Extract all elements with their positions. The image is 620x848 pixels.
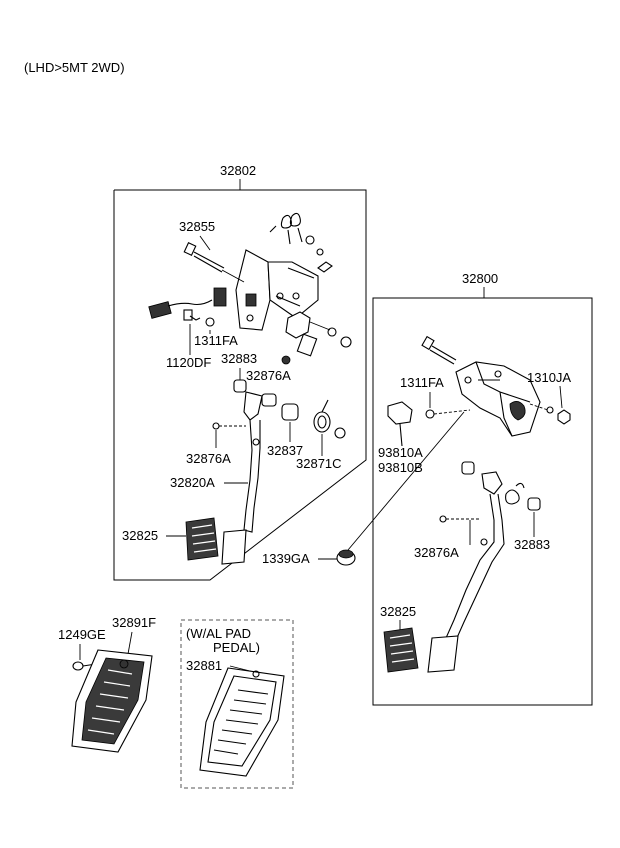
callout-32876A-top-left[interactable]: 32876A xyxy=(246,368,291,383)
pin-32876A-left-part xyxy=(212,422,220,430)
callout-32820A[interactable]: 32820A xyxy=(170,475,215,490)
callout-1311FA-right[interactable]: 1311FA xyxy=(400,375,444,390)
bushing-right-part xyxy=(461,461,475,475)
nut-1311fa-right-part xyxy=(425,409,435,419)
callout-32891F-leader xyxy=(127,631,133,655)
pivot-bolt-left-part xyxy=(183,242,245,283)
callout-32883-left[interactable]: 32883 xyxy=(221,351,257,366)
clip-1120df-part xyxy=(189,315,201,321)
callout-93810B[interactable]: 93810B xyxy=(378,460,423,475)
assembly-number-right[interactable]: 32800 xyxy=(462,271,498,286)
al-pad-32881-part xyxy=(199,667,285,777)
callout-1339GA[interactable]: 1339GA xyxy=(262,551,310,566)
callout-32855-leader xyxy=(199,235,211,251)
option-box-frame xyxy=(180,619,294,789)
callout-32825-left[interactable]: 32825 xyxy=(122,528,158,543)
nut-1311fa-left-part xyxy=(205,317,215,327)
stop-switch-wiring-part xyxy=(148,287,227,321)
callout-1310JA-leader xyxy=(559,385,563,409)
pin-32876A-right-part xyxy=(439,515,447,523)
callout-1120DF[interactable]: 1120DF xyxy=(166,355,211,370)
assembly-number-left[interactable]: 32802 xyxy=(220,163,256,178)
pedal-bracket-left-part xyxy=(235,249,319,331)
assembly-left-frame xyxy=(113,189,367,581)
callout-32876A-right[interactable]: 32876A xyxy=(414,545,459,560)
callout-32891F[interactable]: 32891F xyxy=(112,615,156,630)
callout-32881[interactable]: 32881 xyxy=(186,658,222,673)
callout-1311FA-left[interactable]: 1311FA xyxy=(194,333,238,348)
nut-1310ja-part xyxy=(557,409,571,425)
return-spring-left-part xyxy=(269,212,303,245)
clip-top-left-part xyxy=(317,261,333,273)
callout-1249GE[interactable]: 1249GE xyxy=(58,627,106,642)
stopper-1339GA-part xyxy=(336,549,356,566)
callout-32871C[interactable]: 32871C xyxy=(296,456,342,471)
stopper-link-leader xyxy=(347,411,465,551)
pedal-pad-32825-right-part xyxy=(383,627,459,673)
bushing-32883-left-part xyxy=(233,379,247,393)
variant-label: (LHD>5MT 2WD) xyxy=(24,60,125,75)
washer-1310ja-part xyxy=(546,406,554,414)
option-box-line1: (W/AL PAD xyxy=(186,626,251,641)
spring-right-part xyxy=(505,482,525,505)
switch-assy-part xyxy=(281,311,352,365)
washer-right-small-part xyxy=(334,427,346,439)
washer-top-left-part xyxy=(305,235,315,245)
nut-top-left-part xyxy=(316,248,324,256)
spring-32871C-part xyxy=(313,399,331,433)
option-box-line2: PEDAL) xyxy=(213,640,260,655)
assembly-right-frame xyxy=(372,297,593,706)
screw-1249GE-part xyxy=(72,661,97,671)
pedal-pad-32825-left-part xyxy=(185,517,247,565)
bush-32837-part xyxy=(281,403,299,421)
accelerator-pad-32891F-part xyxy=(71,649,153,753)
nut-1311fa-right-dash xyxy=(433,409,471,415)
callout-32837[interactable]: 32837 xyxy=(267,443,303,458)
bolt-1310ja-dash xyxy=(529,403,549,411)
callout-93810A[interactable]: 93810A xyxy=(378,445,423,460)
callout-32883-right[interactable]: 32883 xyxy=(514,537,550,552)
bushing-32883-right-part xyxy=(527,497,541,511)
pedal-arm-left-part xyxy=(243,391,277,533)
callout-32876A-mid-left[interactable]: 32876A xyxy=(186,451,231,466)
callout-32825-right[interactable]: 32825 xyxy=(380,604,416,619)
callout-1310JA[interactable]: 1310JA xyxy=(527,370,571,385)
pivot-bolt-right-part xyxy=(421,335,457,365)
pedal-bracket-right-part xyxy=(455,361,541,437)
callout-32855[interactable]: 32855 xyxy=(179,219,215,234)
sensor-93810-part xyxy=(387,401,413,447)
